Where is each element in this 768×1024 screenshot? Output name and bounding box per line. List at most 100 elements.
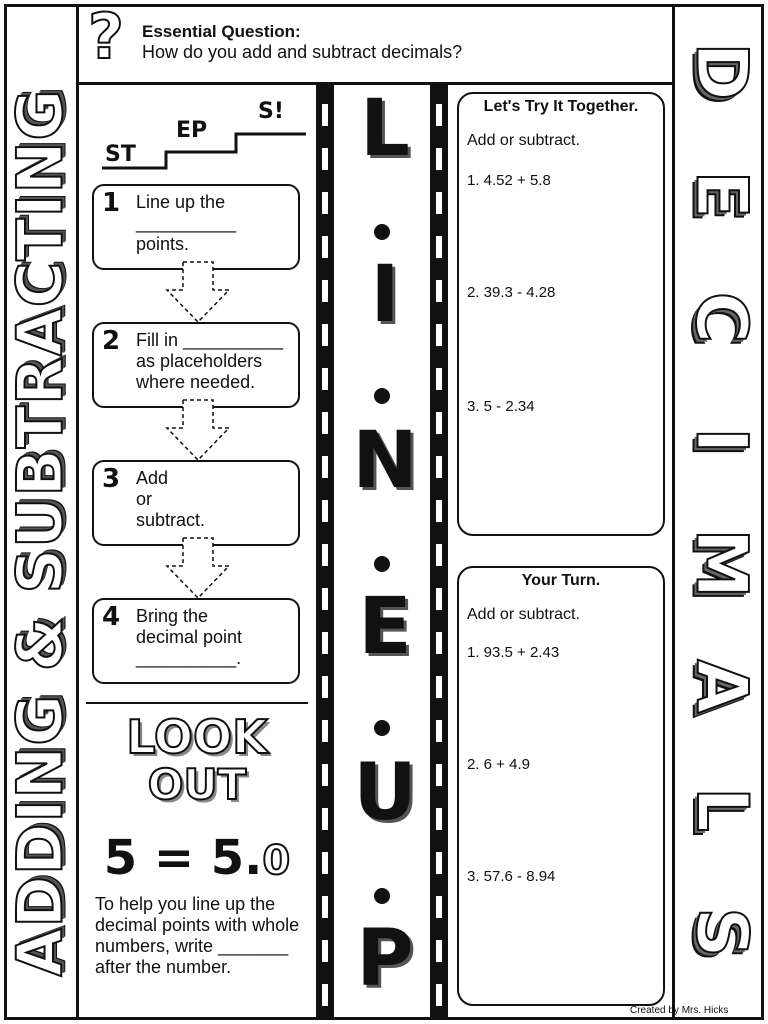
road-dash [436,412,442,434]
road-dash [436,500,442,522]
road-dash [322,148,328,170]
down-arrow-icon [165,537,231,600]
road-dash [436,720,442,742]
step-text: Bring the decimal point __________. [136,606,243,668]
problem-item: 1. 4.52 + 5.8 [467,172,551,189]
road-dash [322,456,328,478]
look-out-heading: LOOK OUT [92,710,302,809]
road-dash [436,764,442,786]
step-text: Fill in __________ as placeholders where… [136,330,284,392]
road-dot [374,556,390,572]
divider-left [76,4,79,1020]
road-letter-i: I [370,250,400,340]
steps-word-part2: EP [176,118,208,143]
road-letter-p: P [356,914,414,1004]
your-turn-box: Your Turn. Add or subtract. 1. 93.5 + 2.… [457,566,665,1006]
road-dot [374,720,390,736]
try-together-box: Let's Try It Together. Add or subtract. … [457,92,665,536]
road-dash [436,544,442,566]
try-together-title: Let's Try It Together. [483,98,639,115]
problem-item: 1. 93.5 + 2.43 [467,644,560,661]
road-dash [436,236,442,258]
road-dash [322,940,328,962]
down-arrow-icon [165,399,231,462]
problem-item: 3. 5 - 2.34 [467,398,535,415]
road-dash [322,368,328,390]
road-dash [436,984,442,1006]
road-dash [322,236,328,258]
road-dash [322,632,328,654]
question-mark-icon: ? [87,0,125,73]
problem-item: 2. 6 + 4.9 [467,756,530,773]
step-number: 2 [102,326,121,356]
road-letter-n: N [352,416,418,506]
step-box-1: 1 Line up the __________ points. [92,184,300,270]
step-number: 1 [102,188,121,218]
road-dash [436,148,442,170]
road-dash [436,896,442,918]
road-dash [436,324,442,346]
road-dash [436,280,442,302]
header-divider [79,82,672,85]
road-dash [322,588,328,610]
your-turn-title: Your Turn. [521,572,601,589]
step-number: 3 [102,464,121,494]
road-dash [436,588,442,610]
road-dash [322,500,328,522]
look-out-tip: To help you line up the decimal points w… [95,894,300,977]
road-dash [322,324,328,346]
road-dash [322,676,328,698]
step-text: Add or subtract. [136,468,206,530]
credit-text: Created by Mrs. Hicks [630,1005,729,1016]
problem-item: 2. 39.3 - 4.28 [467,284,556,301]
your-turn-instruction: Add or subtract. [467,606,580,623]
road-dash [322,192,328,214]
road-dash [436,940,442,962]
equation-example: 5 = 5.0 [92,830,302,886]
road-dash [436,456,442,478]
road-dash [436,676,442,698]
step-text: Line up the __________ points. [136,192,237,254]
divider-right [672,4,675,1020]
road-dash [436,632,442,654]
road-dash [436,808,442,830]
banner-letter: S [680,906,764,958]
road-dash [436,368,442,390]
stairs-icon [102,132,306,170]
road-dash [322,544,328,566]
road-dash [322,852,328,874]
road-dot [374,224,390,240]
road-dash [322,896,328,918]
page-border [4,4,764,1020]
problem-item: 3. 57.6 - 8.94 [467,868,556,885]
look-out-line1: LOOK [125,710,269,764]
step-number: 4 [102,602,121,632]
road-dash [322,720,328,742]
step-box-3: 3 Add or subtract. [92,460,300,546]
road-dash [322,764,328,786]
banner-letter: D [680,41,764,101]
road-dash [322,984,328,1006]
try-together-instruction: Add or subtract. [467,132,580,149]
step-box-2: 2 Fill in __________ as placeholders whe… [92,322,300,408]
banner-letter: L [680,786,764,833]
road-letter-e: E [358,582,412,672]
banner-letter: M [680,528,764,600]
banner-letter: I [680,426,764,454]
left-banner-title: ADDING & SUBTRACTING [3,88,78,978]
banner-letter: C [680,291,764,344]
road-dot [374,388,390,404]
step-box-4: 4 Bring the decimal point __________. [92,598,300,684]
right-banner: D E C I M A L S [680,10,764,1010]
road-dash [436,852,442,874]
road-dash [436,192,442,214]
road-letter-l: L [360,84,410,174]
banner-letter: E [680,170,764,220]
road-dot [374,888,390,904]
road-dash [322,104,328,126]
steps-word-part3: S! [258,99,284,124]
steps-divider [86,702,308,704]
road-dash [436,104,442,126]
road-letter-u: U [353,748,417,838]
